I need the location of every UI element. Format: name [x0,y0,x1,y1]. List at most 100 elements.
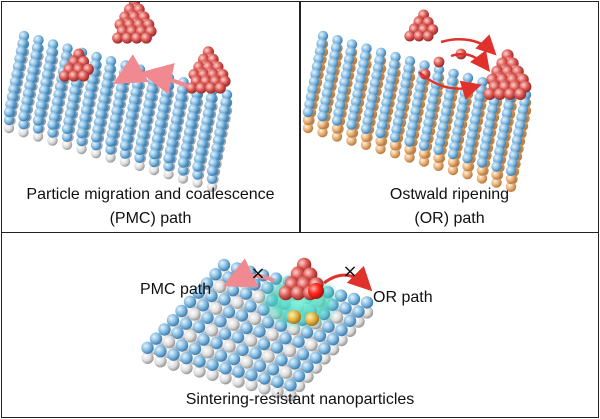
support-atom [205,324,219,337]
support-atom [177,165,189,176]
support-atom [141,341,154,354]
support-atom [244,300,257,313]
support-atom [284,379,297,392]
support-atom [193,365,206,378]
support-atom [188,308,201,321]
support-atom [347,292,361,306]
panel-sintering-resistant: × × PMC path OR path Sintering-resistant… [1,232,599,418]
support-atom [197,333,210,346]
pt-cluster [205,82,217,94]
support-atom [149,332,163,345]
support-atom [301,360,314,373]
support-atom [302,114,314,126]
support-atom [270,341,284,354]
support-atom [476,165,488,176]
support-atom [3,106,15,118]
support-atom [302,122,314,134]
support-atom [240,356,254,369]
pt-cluster [131,32,143,44]
support-atom [335,323,348,337]
support-atom [180,361,193,375]
panel-pmc: Particle migration and coalescence (PMC)… [1,1,300,233]
support-atom [183,295,197,308]
support-atom [61,131,73,142]
support-atom [188,342,202,355]
pt-cluster [186,82,198,94]
support-atom [90,148,102,159]
support-atom [279,366,293,379]
support-atom [177,157,189,168]
support-atom [206,165,218,176]
support-atom [433,160,444,171]
support-atom [192,161,203,172]
support-atom [175,304,188,318]
support-atom [47,119,58,130]
support-atom [375,143,386,155]
support-atom [119,156,131,167]
or-illustration [302,9,532,192]
support-atom [200,277,214,290]
support-atom [171,326,184,339]
support-atom [226,284,240,297]
support-atom [433,144,444,155]
migration-arrow-left [113,54,171,84]
support-atom [404,136,415,147]
support-atom [360,123,372,134]
support-atom [134,144,145,155]
support-atom [47,127,58,138]
support-atom [223,340,236,353]
support-atom [184,330,197,343]
pt-cluster [112,32,124,44]
support-atom [331,131,343,142]
support-atom [232,365,245,378]
support-atom [292,369,306,383]
pmc-path-label: PMC path [140,281,212,298]
support-atom [141,351,154,364]
support-atom [360,139,372,150]
support-atom [240,321,253,335]
support-atom [162,335,176,349]
support-atom [222,305,236,319]
support-atom [218,327,232,340]
support-atom [167,348,180,361]
pt-cluster [58,70,71,82]
support-atom [231,331,245,344]
pt-cluster [413,30,425,42]
support-atom [119,148,131,159]
pmc-blocked-arrow [222,258,275,288]
pmc-cross-mark-icon: × [250,263,265,284]
support-atom [331,123,343,134]
support-atom [18,111,29,122]
support-atom [105,144,116,155]
support-atom [206,181,218,192]
anchor-atom [305,312,319,326]
support-atom [3,114,15,126]
support-atom [491,169,502,180]
support-atom [253,325,266,338]
pt-cluster [214,82,226,94]
support-atom [230,262,244,275]
support-atom [433,152,444,163]
or-caption-line2: (OR) path [414,210,485,227]
support-atom [462,153,473,164]
support-atom [275,353,288,367]
support-atom [196,299,210,312]
pmc-caption-line1: Particle migration and coalescence [26,186,275,203]
support-atom [375,135,386,147]
support-atom [231,296,244,309]
support-atom [462,169,473,180]
support-atom [352,305,365,318]
support-atom [148,148,160,160]
support-atom [154,345,167,358]
support-atom [3,122,15,134]
support-atom [257,337,271,351]
support-atom [210,336,223,350]
support-atom [245,378,258,392]
support-atom [346,127,357,138]
support-atom [219,362,232,375]
support-atom [271,375,284,388]
support-atom [418,156,430,167]
nanoparticle-clusters [404,9,532,100]
support-atom [505,181,517,192]
support-atom [18,127,29,138]
